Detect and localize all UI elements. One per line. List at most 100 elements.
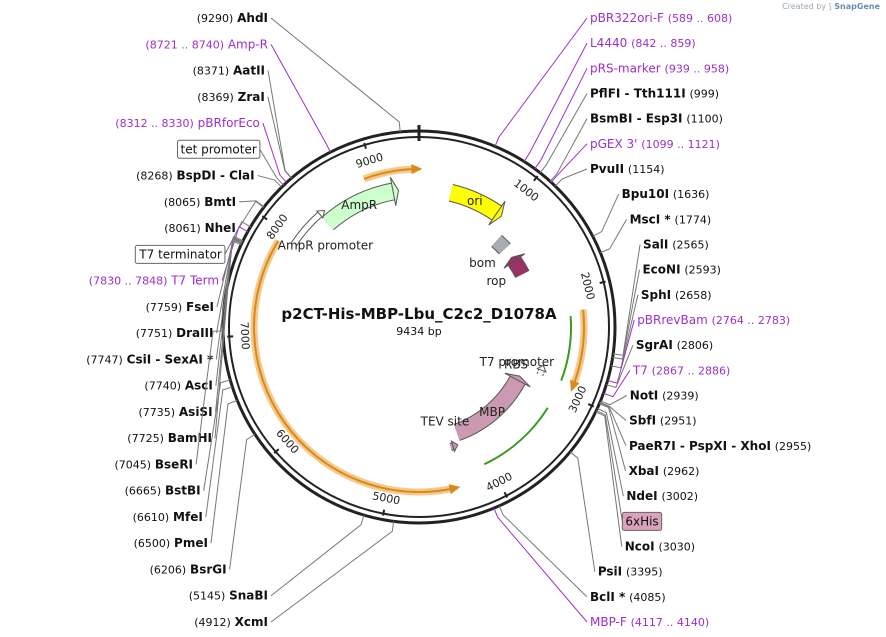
tick-mark [533, 175, 539, 182]
site-mbp-f[interactable]: MBP-F (4117 .. 4140) [493, 507, 709, 629]
site-label: (6665) BstBI [125, 484, 201, 498]
site-leader-line [599, 403, 627, 472]
site-bspdi-clai[interactable]: (8268) BspDI - ClaI [136, 169, 282, 188]
site-t7-terminator[interactable]: T7 terminator [134, 221, 251, 264]
credit-brand: SnapGene [834, 2, 880, 11]
feature-arrowhead [450, 439, 459, 453]
site-name: BamHI [168, 431, 212, 445]
feature-tev-site[interactable]: TEV site [420, 415, 470, 453]
site-tet-promoter[interactable]: tet promoter [176, 139, 285, 186]
site-ncoi[interactable]: NcoI (3030) [595, 411, 695, 554]
site-label: (4912) XcmI [194, 615, 268, 629]
site-l4440[interactable]: L4440 (842 .. 859) [523, 36, 696, 162]
site-pgex-3[interactable]: pGEX 3' (1099 .. 1121) [550, 137, 720, 183]
lbu-c2c2-orf-band [250, 239, 455, 496]
site-paer7i-pspxi-xhoi[interactable]: PaeR7I - PspXI - XhoI (2955) [599, 402, 812, 453]
site-label: SalI (2565) [643, 238, 709, 252]
site-leader-line [215, 238, 243, 386]
tick-mark [261, 215, 268, 221]
site-sphi[interactable]: SphI (2658) [611, 288, 712, 369]
site-msci[interactable]: MscI * (1774) [600, 212, 712, 254]
feature-bom[interactable]: bom [469, 234, 511, 270]
site-sbfi[interactable]: SbfI (2951) [599, 401, 697, 428]
site-aatii[interactable]: (8371) AatII [193, 64, 292, 179]
site-bcli[interactable]: BclI * (4085) [498, 505, 666, 604]
site-bpu10i[interactable]: Bpu10I (1636) [592, 187, 710, 237]
site-leader-line [523, 42, 588, 162]
site-t7-term[interactable]: (7830 .. 7848) T7 Term [89, 225, 249, 288]
site-name: MscI * [630, 212, 672, 226]
site-pbr322ori-f[interactable]: pBR322ori-F (589 .. 608) [494, 11, 732, 147]
site-noti[interactable]: NotI (2939) [600, 389, 699, 406]
site-bmti[interactable]: (8065) BmtI [164, 195, 265, 209]
site-psii[interactable]: PsiI (3395) [569, 451, 663, 579]
site-leader-line [259, 149, 285, 186]
tick-label: 1000 [511, 177, 541, 205]
site-label: (8065) BmtI [164, 195, 236, 209]
snapgene-logo-icon: ⟆ [828, 2, 832, 11]
tick-label: 7000 [238, 321, 252, 350]
site-pvuii[interactable]: PvuII (1154) [554, 162, 665, 187]
site-pbrforeco[interactable]: (8312 .. 8330) pBRforEco [115, 116, 288, 183]
site-draiii[interactable]: (7751) DraIII [136, 236, 243, 340]
site-ahdi[interactable]: (9290) AhdI [197, 11, 401, 132]
site-label: MscI * (1774) [630, 212, 712, 226]
site-label: pBR322ori-F (589 .. 608) [590, 11, 732, 25]
site-leader-line [262, 122, 288, 183]
site-amp-r[interactable]: (8721 .. 8740) Amp-R [145, 37, 331, 153]
site-pmei[interactable]: (6500) PmeI [134, 399, 238, 550]
feature-rbs[interactable]: RBS [504, 358, 544, 377]
site-leader-line [210, 399, 238, 544]
site-label: T7 (2867 .. 2886) [632, 363, 730, 377]
feature-ampr-promoter[interactable]: AmpR promoter [278, 210, 373, 253]
site-label: pBRrevBam (2764 .. 2783) [637, 313, 790, 327]
site-label: NcoI (3030) [625, 540, 695, 554]
site-position: (4085) [629, 591, 666, 604]
site-position: (7045) [114, 458, 151, 471]
site-position: (4912) [194, 616, 231, 629]
site-snabi[interactable]: (5145) SnaBI [189, 514, 365, 603]
site-econi[interactable]: EcoNI (2593) [612, 263, 721, 360]
site-nhei[interactable]: (8061) NheI [164, 200, 265, 235]
site-name: SnaBI [229, 589, 268, 603]
site-bstbi[interactable]: (6665) BstBI [125, 379, 231, 498]
site-position: (2962) [663, 465, 700, 478]
site-leader-line [606, 344, 634, 389]
site-leader-line [592, 193, 620, 237]
site-pflfi-tth111i[interactable]: PflFI - Tth111I (999) [539, 87, 719, 174]
site-position: (2565) [672, 239, 709, 252]
feature-ori[interactable]: ori [448, 183, 506, 226]
site-box [621, 511, 663, 531]
feature-t7-promoter[interactable]: T7 promoter [479, 355, 555, 373]
site-xcmi[interactable]: (4912) XcmI [194, 521, 395, 629]
site-bsmbi-esp3i[interactable]: BsmBI - Esp3I (1100) [549, 112, 723, 182]
site-name: BmtI [204, 195, 236, 209]
site-position: (8312 .. 8330) [115, 117, 194, 130]
ampr-orf-band [362, 165, 416, 183]
site-mfei[interactable]: (6610) MfeI [133, 386, 233, 524]
site-fsei[interactable]: (7759) FseI [146, 235, 244, 314]
site-6xhis[interactable]: 6xHis [596, 410, 663, 531]
site-leader-line [597, 407, 624, 497]
feature-body [508, 257, 529, 278]
site-name: T7 terminator [138, 247, 222, 261]
site-xbai[interactable]: XbaI (2962) [599, 403, 700, 478]
site-csii-sexai[interactable]: (7747) CsiI - SexAI * [86, 237, 243, 366]
site-prs-marker[interactable]: pRS-marker (939 .. 958) [534, 61, 729, 170]
feature-rop[interactable]: rop [486, 253, 530, 288]
tick-mark [587, 403, 595, 408]
tick-label: 8000 [264, 212, 291, 242]
tick-mark [273, 448, 280, 454]
site-bseri[interactable]: (7045) BseRI [114, 330, 224, 471]
feature-mbp[interactable]: MBP [453, 372, 531, 441]
site-asisi[interactable]: (7735) AsiSI [138, 238, 242, 419]
site-bsrgi[interactable]: (6206) BsrGI [150, 433, 256, 576]
site-bamhi[interactable]: (7725) BamHI [127, 239, 242, 446]
site-zrai[interactable]: (8369) ZraI [197, 90, 292, 179]
site-sgrai[interactable]: SgrAI (2806) [606, 338, 713, 389]
feature-ampr[interactable]: AmpR [321, 177, 400, 231]
site-ndei[interactable]: NdeI (3002) [597, 407, 698, 503]
site-label: (7830 .. 7848) T7 Term [89, 274, 219, 288]
feature-body [322, 183, 395, 230]
site-t7[interactable]: T7 (2867 .. 2886) [603, 363, 730, 398]
